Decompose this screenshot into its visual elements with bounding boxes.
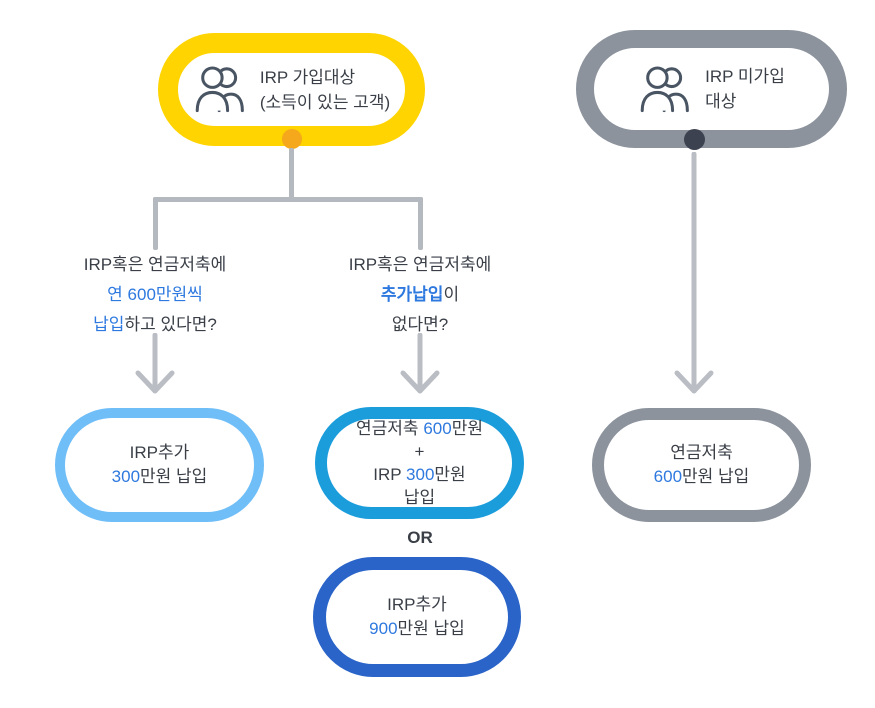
result-irp-extra-900-line2: 900만원 납입 (369, 617, 465, 641)
node-irp-nonmember-line1: IRP 미가입 (705, 67, 785, 86)
question-left-line1: IRP혹은 연금저축에 (83, 255, 227, 274)
combo-line3-label: IRP (373, 465, 407, 484)
node-irp-eligible-text: IRP 가입대상 (소득이 있는 고객) (260, 65, 390, 115)
node-irp-nonmember: IRP 미가입 대상 (576, 30, 847, 148)
amount-900-suffix: 만원 납입 (397, 619, 465, 638)
people-icon (640, 65, 690, 112)
amount-300: 300 (111, 467, 141, 486)
down-arrow-icon (674, 152, 714, 394)
result-pension-irp-combo-text: 연금저축 600만원 + IRP 300만원 납입 (356, 417, 483, 509)
down-arrow-icon (135, 333, 175, 394)
connector-dot-dark (684, 129, 705, 150)
node-irp-eligible-line2: (소득이 있는 고객) (259, 92, 391, 112)
or-label: OR (407, 528, 433, 547)
result-pension-irp-combo: 연금저축 600만원 + IRP 300만원 납입 (315, 407, 524, 519)
connector-stem (289, 148, 294, 200)
question-left-line3-highlight: 납입 (93, 315, 125, 334)
node-irp-eligible-content: IRP 가입대상 (소득이 있는 고객) (193, 65, 390, 115)
result-irp-extra-300-text: IRP추가 300만원 납입 (112, 441, 208, 489)
combo-line3: IRP 300만원 (356, 463, 483, 486)
amount-300-suffix: 만원 납입 (140, 467, 208, 486)
down-arrow-icon (400, 333, 440, 394)
question-right: IRP혹은 연금저축에 추가납입이 없다면? (300, 250, 540, 340)
question-right-line2-rest: 이 (443, 285, 460, 304)
amount-600: 600 (423, 419, 452, 438)
combo-line1-label: 연금저축 (356, 419, 424, 438)
result-pension-600-line2: 600만원 납입 (654, 465, 750, 489)
combo-line1-suffix: 만원 (451, 419, 483, 438)
result-pension-600-line1: 연금저축 (670, 443, 733, 462)
amount-900: 900 (369, 619, 398, 638)
result-irp-extra-900: IRP추가 900만원 납입 (313, 557, 521, 677)
question-right-line3: 없다면? (391, 315, 449, 334)
people-icon (195, 66, 244, 113)
node-irp-nonmember-content: IRP 미가입 대상 (638, 64, 785, 114)
result-irp-extra-900-line1: IRP추가 (387, 595, 447, 614)
connector-drop-left (153, 197, 158, 250)
result-irp-extra-900-text: IRP추가 900만원 납입 (369, 593, 465, 641)
result-pension-600-text: 연금저축 600만원 납입 (654, 441, 750, 489)
result-irp-extra-300-line1: IRP추가 (129, 443, 190, 462)
connector-drop-right (418, 197, 423, 250)
question-right-line2: 추가납입이 (300, 280, 540, 310)
question-left: IRP혹은 연금저축에 연 600만원씩 납입하고 있다면? (35, 250, 275, 340)
amount-300: 300 (406, 465, 435, 484)
amount-600-suffix: 만원 납입 (682, 467, 750, 486)
node-irp-nonmember-line2: 대상 (705, 92, 737, 111)
result-irp-extra-300: IRP추가 300만원 납입 (55, 408, 264, 522)
question-right-line1: IRP혹은 연금저축에 (348, 255, 492, 274)
node-irp-eligible: IRP 가입대상 (소득이 있는 고객) (158, 33, 425, 146)
question-left-line3-rest: 하고 있다면? (124, 315, 217, 334)
combo-line4: 납입 (403, 488, 436, 507)
node-irp-eligible-line1: IRP 가입대상 (259, 67, 356, 87)
question-right-line2-highlight: 추가납입 (380, 285, 444, 304)
combo-line3-suffix: 만원 (434, 465, 466, 484)
result-irp-extra-300-line2: 300만원 납입 (112, 465, 208, 489)
node-irp-nonmember-text: IRP 미가입 대상 (705, 64, 785, 114)
connector-dot-orange (282, 129, 302, 149)
combo-line1: 연금저축 600만원 (356, 417, 483, 440)
amount-600: 600 (653, 467, 683, 486)
result-pension-600: 연금저축 600만원 납입 (592, 408, 811, 522)
question-left-line2: 연 600만원씩 (107, 285, 203, 304)
question-left-line3: 납입하고 있다면? (35, 310, 275, 340)
combo-plus: + (414, 442, 425, 461)
connector-horizontal (153, 197, 423, 202)
